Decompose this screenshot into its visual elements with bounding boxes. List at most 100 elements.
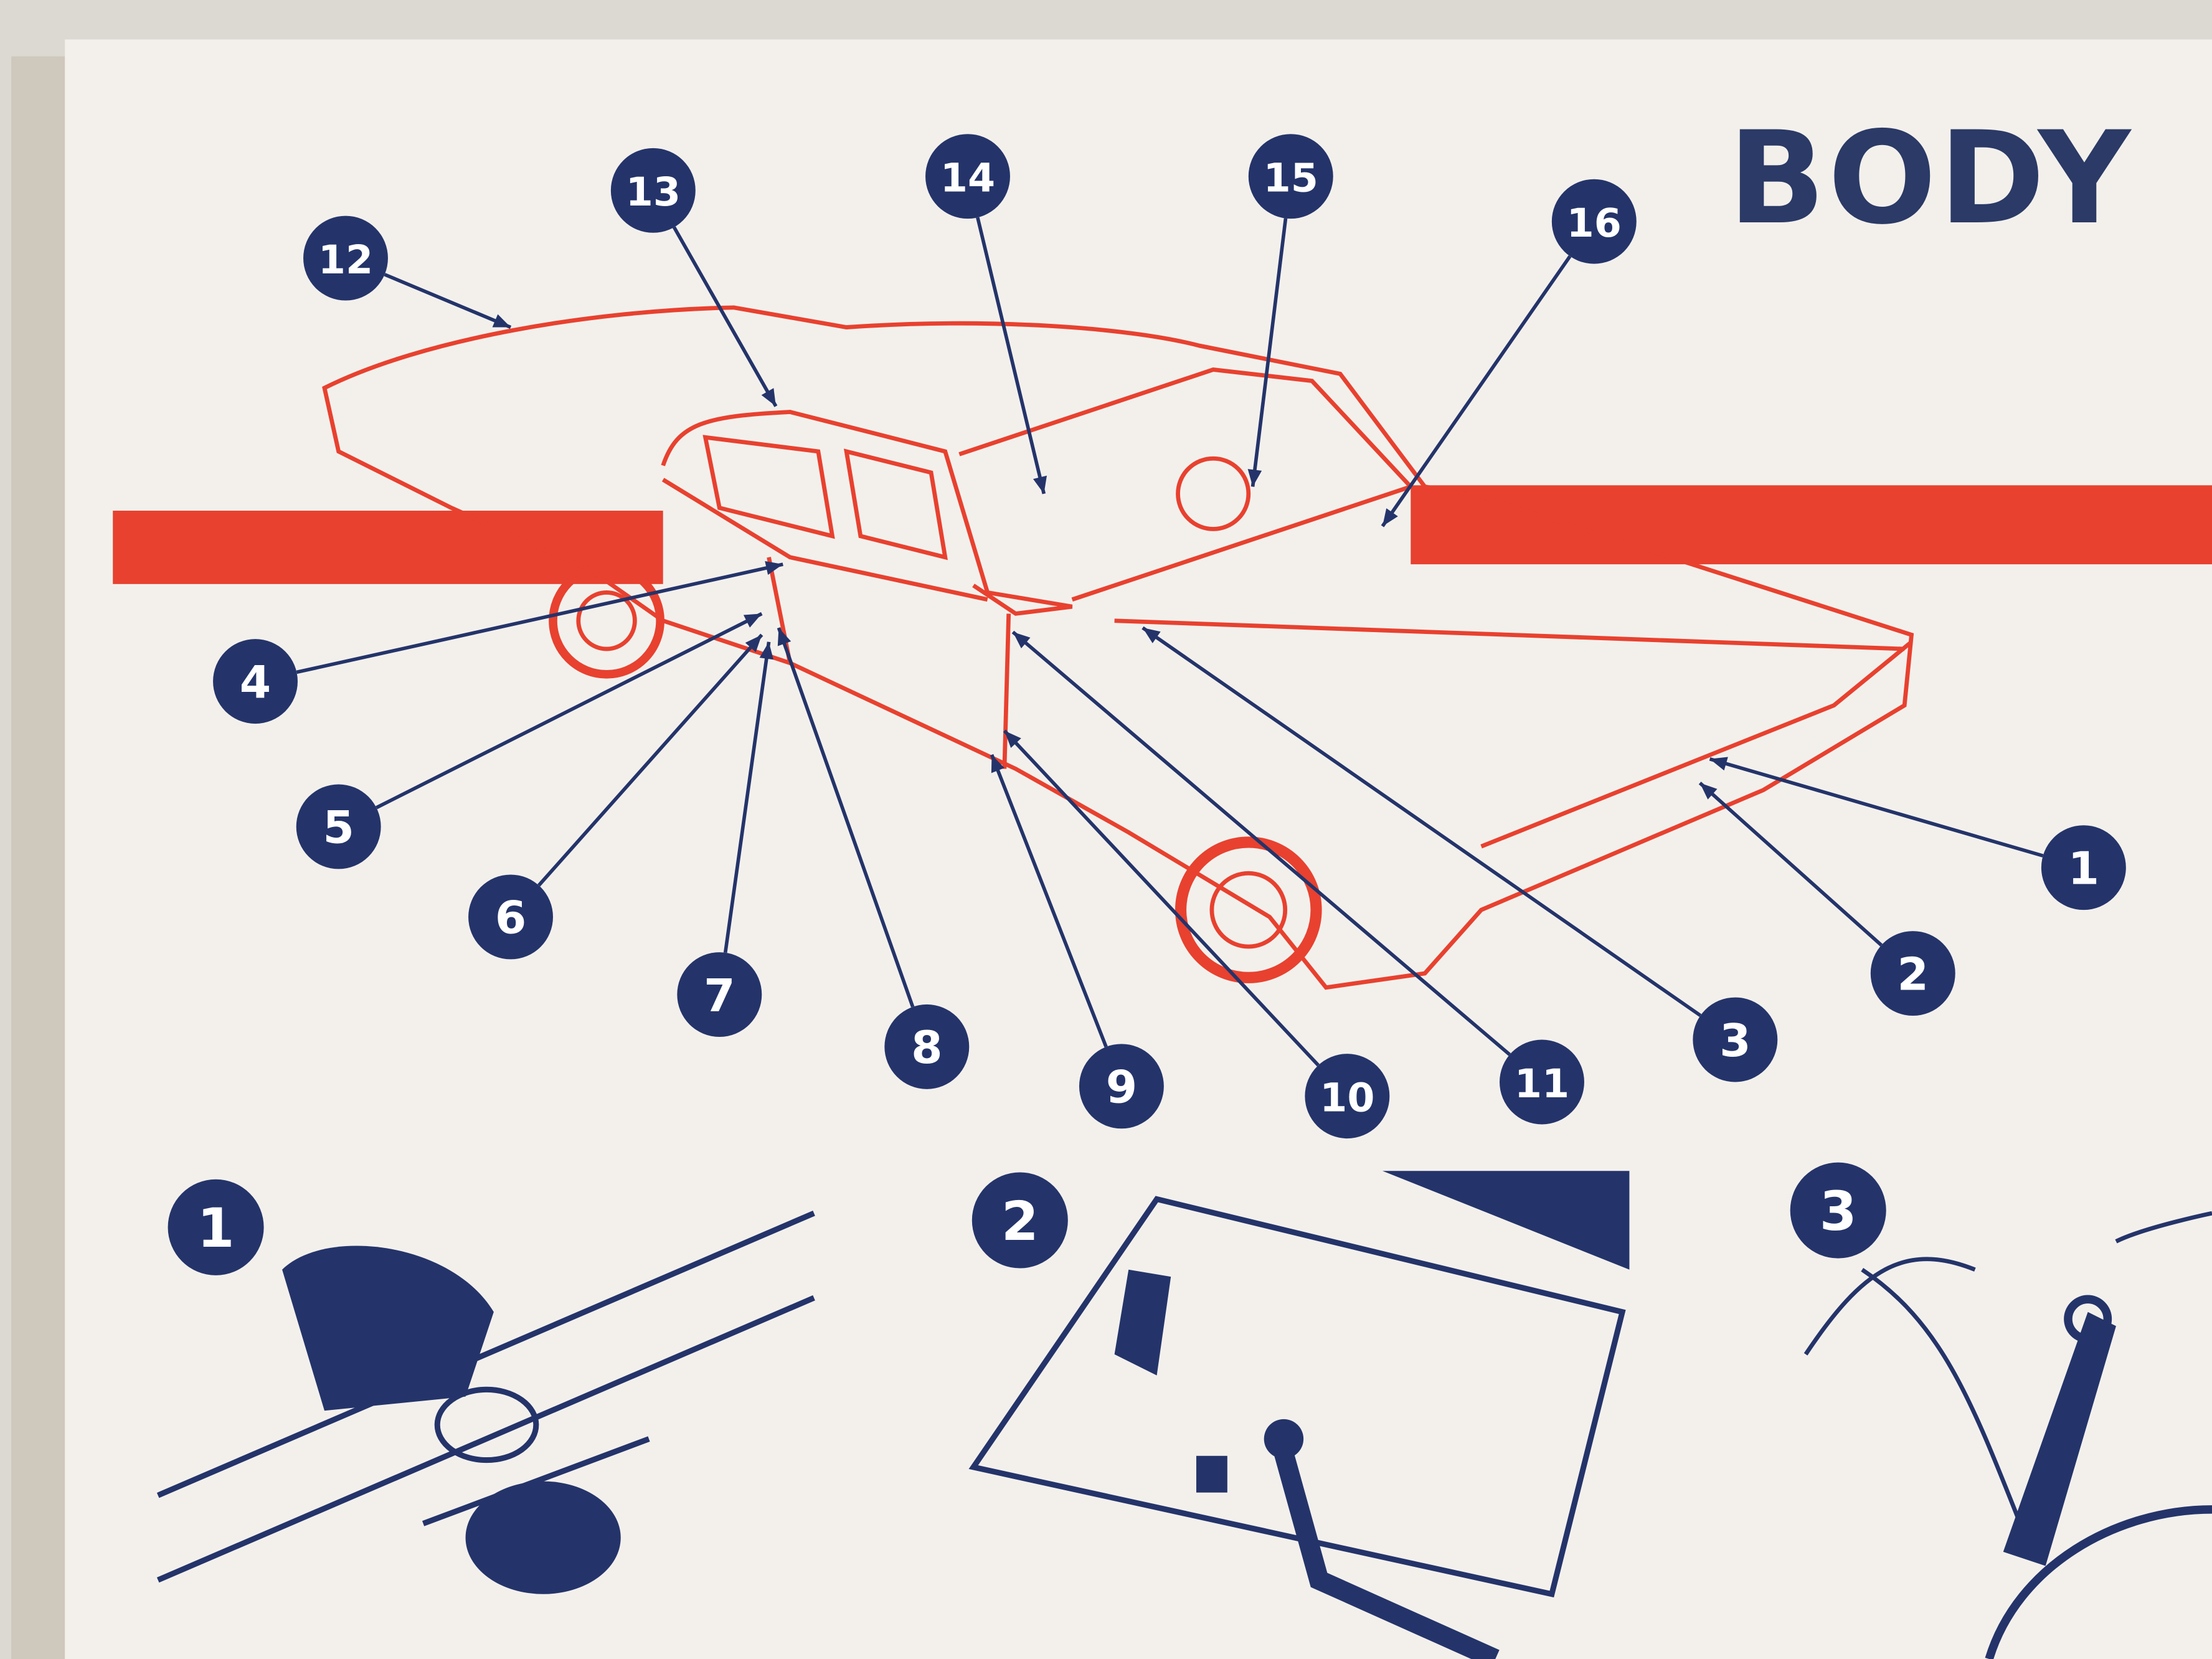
arrowhead-1 (1709, 757, 1728, 771)
callout-number: 5 (323, 802, 354, 854)
callout-circle (1870, 931, 1955, 1016)
inset-number: 3 (1820, 1181, 1857, 1243)
leader-lines (296, 217, 2044, 1067)
callout-circle (303, 215, 388, 301)
leader-line-1 (1709, 757, 2044, 858)
leader-line-9 (990, 754, 1108, 1048)
callout-circle (1248, 134, 1333, 219)
callout-number: 12 (318, 237, 373, 283)
callout-number: 14 (940, 154, 995, 201)
inset-2-illustration (968, 1171, 1630, 1659)
leader-line-7 (723, 641, 771, 953)
leader-line-6 (537, 633, 763, 887)
callout-circle (2041, 825, 2126, 910)
inset-circle (1790, 1162, 1886, 1259)
leader-line-15 (1250, 218, 1288, 487)
red-band-right (1411, 485, 2212, 565)
arrowhead-7 (759, 641, 774, 660)
callout-4: 4 (213, 639, 298, 724)
inset-circle (168, 1179, 264, 1275)
callout-8: 8 (884, 1004, 970, 1089)
callout-7: 7 (677, 952, 762, 1037)
callout-1: 1 (2041, 825, 2126, 910)
callout-number: 15 (1264, 154, 1318, 201)
page-title: BODY (1728, 105, 2134, 253)
leader-line-12 (384, 273, 512, 329)
callout-15: 15 (1248, 134, 1333, 219)
leader-line-16 (1381, 255, 1572, 527)
callout-circle (884, 1004, 970, 1089)
callout-14: 14 (925, 134, 1010, 219)
callout-number: 10 (1320, 1074, 1374, 1120)
callout-number: 2 (1898, 948, 1929, 1001)
arrowhead-4 (765, 560, 783, 575)
arrowhead-14 (1033, 475, 1047, 494)
arrowhead-15 (1247, 469, 1262, 487)
callout-number: 16 (1567, 200, 1622, 246)
callout-16: 16 (1551, 179, 1637, 264)
callout-number: 3 (1719, 1015, 1751, 1067)
callout-circle (1079, 1044, 1164, 1129)
callout-circle (1551, 179, 1637, 264)
leader-line-10 (1003, 729, 1320, 1067)
callout-number: 4 (240, 656, 271, 709)
callout-number: 11 (1515, 1061, 1569, 1107)
detail-insets (156, 1171, 2212, 1659)
inset-1-illustration (156, 1178, 815, 1659)
arrowhead-3 (1142, 628, 1161, 643)
callout-circle (213, 639, 298, 724)
callout-number: 9 (1106, 1062, 1137, 1114)
inset-number: 1 (197, 1198, 235, 1260)
callout-9: 9 (1079, 1044, 1164, 1129)
callout-12: 12 (303, 215, 388, 301)
leader-line-2 (1698, 782, 1883, 947)
leader-line-13 (672, 226, 778, 407)
leader-line-14 (976, 217, 1046, 494)
arrowhead-8 (777, 628, 792, 646)
callout-5: 5 (296, 784, 381, 869)
callout-circle (1305, 1054, 1390, 1139)
callout-6: 6 (468, 874, 553, 960)
callout-number: 8 (911, 1022, 942, 1074)
inset-label-1: 1 (168, 1179, 264, 1275)
leader-line-5 (376, 612, 763, 810)
car-illustration (322, 305, 1914, 990)
leader-line-3 (1141, 626, 1702, 1018)
callout-13: 13 (610, 148, 696, 233)
callout-circle (677, 952, 762, 1037)
leader-line-4 (296, 562, 783, 674)
inset-number-markers: 1 2 3 (168, 1162, 1886, 1275)
arrowhead-5 (743, 613, 762, 628)
inset-label-2: 2 (971, 1172, 1068, 1269)
callout-circle (468, 874, 553, 960)
red-band-left (113, 511, 663, 584)
callout-number: 1 (2068, 843, 2099, 895)
arrowhead-12 (492, 314, 511, 328)
inset-label-3: 3 (1790, 1162, 1886, 1259)
arrowhead-9 (991, 754, 1004, 773)
inset-number: 2 (1001, 1191, 1039, 1253)
callout-circle (610, 148, 696, 233)
callout-11: 11 (1500, 1039, 1584, 1125)
callout-10: 10 (1305, 1054, 1390, 1139)
arrowhead-6 (745, 635, 762, 653)
callout-2: 2 (1870, 931, 1955, 1016)
callout-circle (925, 134, 1010, 219)
callout-number: 7 (704, 970, 735, 1022)
arrowhead-10 (1004, 730, 1021, 749)
callout-number: 6 (495, 892, 526, 945)
poster-edge (11, 56, 68, 1659)
callout-circle (296, 784, 381, 869)
callout-circle (1500, 1039, 1584, 1125)
inset-3-illustration (1803, 1211, 2212, 1659)
callout-3: 3 (1693, 997, 1778, 1082)
callout-circle (1693, 997, 1778, 1082)
arrowhead-13 (761, 388, 776, 407)
leader-line-8 (777, 627, 915, 1008)
arrowhead-2 (1699, 783, 1718, 800)
arrowhead-16 (1382, 508, 1398, 526)
callout-number: 13 (626, 169, 681, 215)
arrowhead-11 (1013, 631, 1031, 649)
